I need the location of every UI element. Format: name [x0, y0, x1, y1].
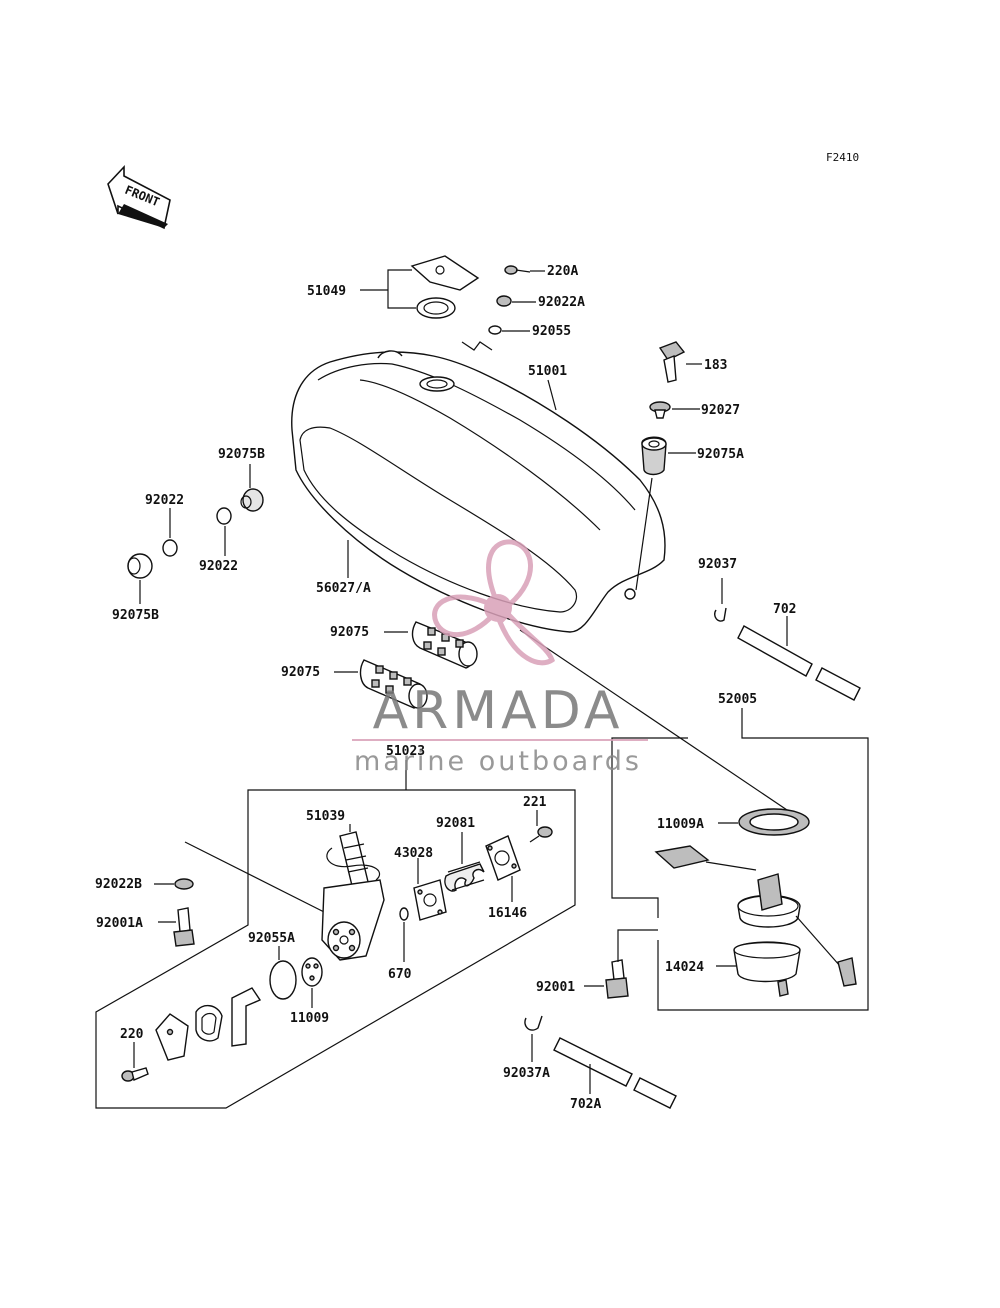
part-fuel-pump-unit: [654, 845, 857, 987]
callout-92027: 92027: [701, 403, 740, 418]
part-670: [399, 907, 409, 921]
part-92022-right: [216, 507, 232, 525]
callout-92075-b: 92075: [281, 665, 320, 680]
box-51023: [95, 789, 576, 1109]
part-92027: [649, 401, 671, 419]
callout-92075-a: 92075: [330, 625, 369, 640]
callout-92001A: 92001A: [96, 916, 143, 931]
part-92075A: [641, 436, 667, 476]
propeller-icon: [432, 539, 555, 666]
watermark-tagline: marine outboards: [354, 746, 642, 777]
part-92001A: [173, 907, 195, 947]
callout-92055: 92055: [532, 324, 571, 339]
part-92075-b: [359, 659, 428, 709]
part-14024: [733, 941, 801, 997]
fuel-tank: [291, 350, 666, 633]
part-92055A: [269, 960, 297, 1000]
callout-11009: 11009: [290, 1011, 329, 1026]
callout-11009A: 11009A: [657, 817, 704, 832]
part-92081: [444, 861, 485, 892]
callout-51023: 51023: [386, 744, 425, 759]
part-51039: [321, 831, 385, 961]
box-52005: [657, 708, 869, 1011]
callout-92022-top: 92022: [145, 493, 184, 508]
callout-92001: 92001: [536, 980, 575, 995]
part-92075-a: [411, 621, 478, 669]
callout-92022-mid: 92022: [199, 559, 238, 574]
part-92001: [605, 959, 629, 999]
callout-14024: 14024: [665, 960, 704, 975]
part-702A: [553, 1037, 677, 1109]
part-92022-left: [162, 539, 178, 557]
callout-702A: 702A: [570, 1097, 601, 1112]
callout-92022A: 92022A: [538, 295, 585, 310]
part-92022B: [174, 878, 194, 890]
part-92037: [714, 607, 727, 622]
callout-92075B-bot: 92075B: [112, 608, 159, 623]
callout-220: 220: [120, 1027, 144, 1042]
part-11009A: [738, 808, 810, 836]
callout-92081: 92081: [436, 816, 475, 831]
callout-51039: 51039: [306, 809, 345, 824]
part-702: [737, 625, 861, 701]
part-51049: [410, 255, 480, 319]
callout-92022B: 92022B: [95, 877, 142, 892]
callout-52005: 52005: [718, 692, 757, 707]
part-92075B-upper: [240, 488, 264, 512]
part-221: [529, 826, 553, 843]
watermark-brand: ARMADA: [373, 681, 624, 741]
callout-51001: 51001: [528, 364, 567, 379]
callout-670: 670: [388, 967, 412, 982]
callout-43028: 43028: [394, 846, 433, 861]
part-43028: [413, 879, 447, 921]
front-arrow-icon: FRONT: [107, 164, 171, 230]
part-92022A: [496, 295, 512, 307]
callout-92055A: 92055A: [248, 931, 295, 946]
part-lever: [155, 987, 262, 1061]
callout-56027: 56027/A: [316, 581, 371, 596]
callout-221: 221: [523, 795, 547, 810]
part-92055: [488, 325, 502, 335]
part-11009: [301, 957, 323, 987]
callout-220A: 220A: [547, 264, 578, 279]
part-92075B-lower: [127, 553, 153, 579]
callout-92075A: 92075A: [697, 447, 744, 462]
part-183: [658, 341, 686, 383]
part-220A: [504, 265, 531, 275]
callout-702: 702: [773, 602, 796, 617]
callout-183: 183: [704, 358, 727, 373]
part-16146: [485, 835, 521, 881]
callout-16146: 16146: [488, 906, 527, 921]
callout-51049: 51049: [307, 284, 346, 299]
part-220: [121, 1067, 149, 1082]
figure-code: F2410: [826, 151, 859, 164]
callout-92075B-top: 92075B: [218, 447, 265, 462]
callout-92037A: 92037A: [503, 1066, 550, 1081]
part-92037A: [524, 1015, 543, 1031]
callout-92037: 92037: [698, 557, 737, 572]
armada-logo: ARMADA marine outboards: [352, 539, 648, 777]
